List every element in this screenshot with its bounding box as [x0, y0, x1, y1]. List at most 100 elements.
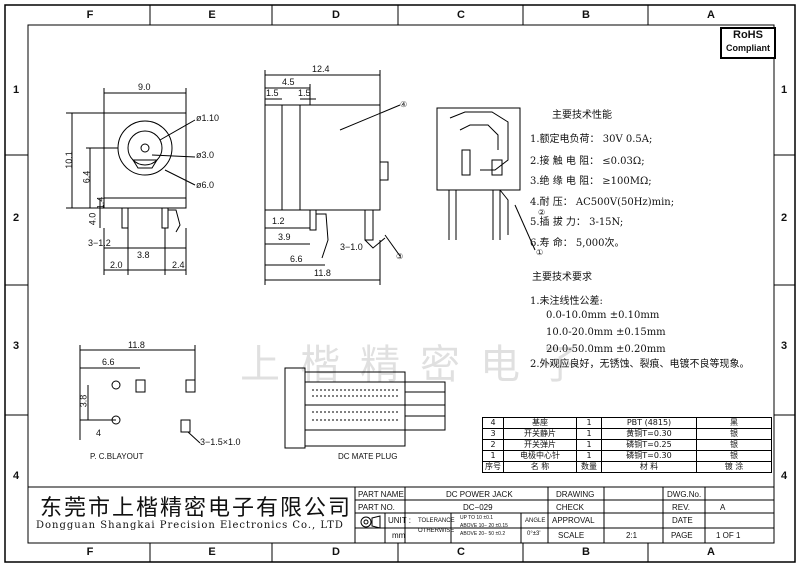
scale-label: SCALE: [558, 531, 585, 540]
section-view: [436, 107, 536, 251]
angle-value: 0°±3': [527, 531, 541, 537]
zone-label-left: 3: [12, 340, 20, 352]
dim-label: 3.8: [137, 250, 150, 260]
dim-label: 1.5: [266, 88, 279, 98]
bom-cell: 1: [576, 439, 602, 451]
rohs-title: RoHS: [733, 29, 763, 41]
bom-cell: 开关弹片: [503, 439, 577, 451]
requirement-item: 2.外观应良好，无锈蚀、裂痕、电镀不良等现象。: [530, 359, 750, 370]
bom-cell: 1: [576, 428, 602, 440]
tolerance-row: UP TO 10 ±0.1: [460, 515, 494, 521]
bom-cell: 开关静片: [503, 428, 577, 440]
dim-label: 12.4: [312, 64, 330, 74]
page-value: 1 OF 1: [716, 531, 741, 540]
side-view: [264, 70, 401, 285]
pcb-layout-label: P. C.BLAYOUT: [90, 452, 144, 461]
spec-item: 4.耐 压： AC500V(50Hz)min;: [530, 197, 675, 208]
dim-label: 1.4: [95, 196, 106, 210]
bom-row: 2 开关弹片 1 磷铜T=0.25 银: [482, 439, 772, 451]
dim-label: ø3.0: [196, 150, 215, 160]
dim-label: 11.8: [314, 268, 331, 278]
requirements-title: 主要技术要求: [532, 272, 592, 283]
spec-item: 3.绝 缘 电 阻： ≥100MΩ;: [530, 176, 652, 187]
bom-cell: 黄铜T=0.30: [601, 428, 697, 440]
dim-label: 2.0: [110, 260, 123, 270]
dim-label: 6.6: [102, 357, 115, 367]
bom-header-cell: 镀 涂: [696, 461, 772, 473]
dim-label: 2.4: [172, 260, 185, 270]
part-name-label: PART NAME: [358, 490, 404, 499]
bom-cell: PBT (4815): [601, 417, 697, 429]
rev-value: A: [720, 503, 726, 512]
zone-label-top: D: [332, 9, 340, 21]
requirement-item: 0.0-10.0mm ±0.10mm: [546, 310, 660, 321]
zone-label-left: 2: [12, 212, 20, 224]
zone-label-bottom: D: [332, 546, 340, 558]
zone-label-bottom: C: [457, 546, 465, 558]
zone-label-top: A: [707, 9, 715, 21]
bom-table: 4 基座 1 PBT (4815) 黑 3 开关静片 1 黄铜T=0.30 银 …: [482, 417, 772, 473]
dim-label: 6.6: [290, 254, 303, 264]
zone-label-right: 3: [780, 340, 788, 352]
bom-header-cell: 材 料: [601, 461, 697, 473]
zone-label-top: B: [582, 9, 590, 21]
callout-3: ③: [396, 252, 404, 261]
zone-label-bottom: E: [208, 546, 216, 558]
pcb-layout-view: [79, 345, 201, 444]
zone-label-top: C: [457, 9, 465, 21]
bom-cell: 2: [482, 439, 504, 451]
bom-cell: 4: [482, 417, 504, 429]
zone-label-left: 1: [12, 84, 20, 96]
bom-cell: 3: [482, 428, 504, 440]
bom-header-cell: 名 称: [503, 461, 577, 473]
bom-cell: 1: [482, 450, 504, 462]
bom-row: 1 电极中心针 1 磷铜T=0.30 银: [482, 450, 772, 462]
bom-cell: 1: [576, 417, 602, 429]
angle-label: ANGLE: [525, 518, 546, 524]
front-view: [66, 88, 196, 275]
bom-cell: 黑: [696, 417, 772, 429]
mate-plug-view: [284, 367, 446, 449]
drawing-label: DRAWING: [556, 490, 595, 499]
dim-label: 3−1.0: [340, 242, 363, 252]
zone-label-right: 4: [780, 470, 788, 482]
bom-cell: 银: [696, 450, 772, 462]
bom-cell: 磷铜T=0.25: [601, 439, 697, 451]
requirement-item: 20.0-50.0mm ±0.20mm: [546, 344, 666, 355]
callout-2: ②: [538, 208, 546, 217]
dim-label: 3−1.5×1.0: [200, 437, 241, 447]
approval-label: APPROVAL: [552, 516, 595, 525]
dim-label: 3−1.2: [88, 238, 111, 248]
dim-label: 3.8: [78, 394, 89, 408]
zone-dividers: [5, 5, 795, 562]
company-name-cn: 东莞市上楷精密电子有限公司: [40, 496, 353, 521]
dwg-no-label: DWG.No.: [667, 490, 702, 499]
rev-label: REV.: [672, 503, 690, 512]
bom-cell: 1: [576, 450, 602, 462]
projection-symbol-icon: [360, 515, 381, 529]
outer-border: [4, 4, 796, 563]
dim-label: 1.2: [272, 216, 285, 226]
bom-row: 3 开关静片 1 黄铜T=0.30 银: [482, 428, 772, 440]
scale-value: 2:1: [626, 531, 638, 540]
spec-title: 主要技术性能: [552, 110, 612, 121]
part-no-value: DC−029: [463, 503, 493, 512]
bom-cell: 基座: [503, 417, 577, 429]
requirement-item: 10.0-20.0mm ±0.15mm: [546, 327, 666, 338]
bom-cell: 银: [696, 439, 772, 451]
callout-1: ①: [536, 248, 544, 257]
bom-header-cell: 数量: [576, 461, 602, 473]
bom-row: 4 基座 1 PBT (4815) 黑: [482, 417, 772, 429]
dim-label: 11.8: [128, 340, 145, 350]
spec-item: 2.接 触 电 阻： ≤0.03Ω;: [530, 156, 645, 167]
rohs-badge: RoHS Compliant: [720, 27, 776, 59]
unit-value: mm: [392, 531, 406, 540]
dim-label: 4: [96, 428, 102, 438]
zone-label-right: 1: [780, 84, 788, 96]
company-name-en: Dongguan Shangkai Precision Electronics …: [36, 520, 344, 531]
tolerance-row: ABOVE 10− 20 ±0.15: [460, 523, 508, 529]
watermark: 上楷精密电子: [240, 342, 600, 388]
zone-label-bottom: F: [86, 546, 94, 558]
dim-label: ø1.10: [196, 113, 220, 123]
